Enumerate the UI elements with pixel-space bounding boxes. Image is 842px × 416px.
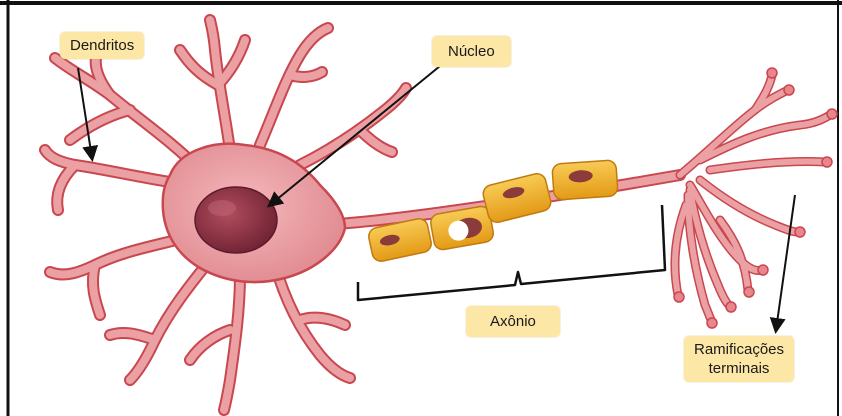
terminals-label-line1: Ramificações xyxy=(694,340,784,359)
axon-label: Axônio xyxy=(466,306,560,337)
nucleus-label-text: Núcleo xyxy=(448,43,495,60)
dendrites-label-text: Dendritos xyxy=(70,37,134,54)
nucleus-arrow xyxy=(270,66,440,205)
terminals-label-line2: terminais xyxy=(694,359,784,378)
nucleus-highlight xyxy=(208,200,236,216)
myelin-segment xyxy=(552,160,618,200)
terminals-label: Ramificações terminais xyxy=(684,336,794,382)
axon-terminals xyxy=(674,68,837,328)
myelin-segment xyxy=(481,172,552,224)
dendrites-label: Dendritos xyxy=(60,32,144,59)
terminals-arrow xyxy=(776,195,795,330)
nucleus-label: Núcleo xyxy=(432,36,511,67)
axon-label-text: Axônio xyxy=(490,313,536,330)
nucleus xyxy=(195,187,277,253)
